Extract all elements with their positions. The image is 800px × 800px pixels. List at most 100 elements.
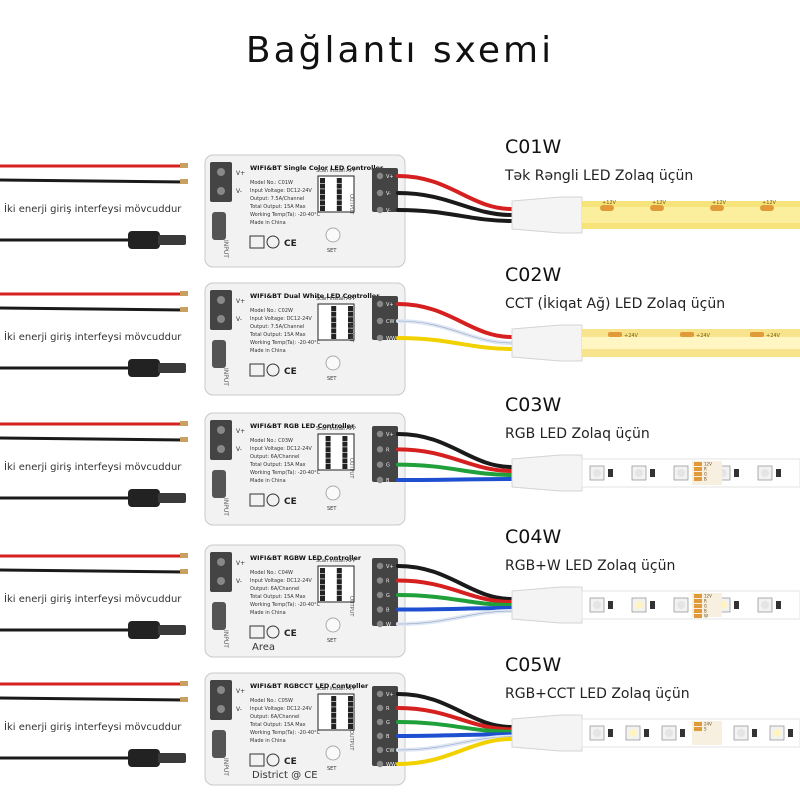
input-label: INPUT [222, 498, 229, 516]
scan-label: Scan install APP [316, 426, 356, 432]
vplus-label: V+ [236, 428, 245, 435]
set-label: SET [327, 376, 337, 382]
box-spec-line: Model No.: C03W [250, 438, 293, 444]
strip-pad-label: R [704, 599, 707, 604]
brand-mark: District @ CE [252, 770, 318, 781]
strip-pad-label: 12V [704, 594, 712, 599]
vplus-label: V+ [236, 560, 245, 567]
output-wire [396, 706, 514, 732]
resistor [788, 729, 793, 737]
terminal-screw [376, 760, 384, 768]
terminal-label: CW [386, 748, 394, 754]
input-red-tip [180, 421, 188, 426]
qr-module [342, 447, 348, 453]
solder-pad [694, 599, 702, 603]
smd-led-lens [593, 469, 601, 477]
screw-icon [217, 577, 225, 585]
qr-module [336, 596, 342, 601]
model-code: C01W [505, 136, 562, 158]
input-black-wire [0, 306, 186, 312]
output-wire [396, 302, 514, 339]
input-note: İki enerji giriş interfeysi mövcuddur [4, 594, 182, 605]
box-spec-line: Total Output: 15A Max [249, 332, 306, 338]
box-title: WIFI&BT Single Color LED Controller [250, 164, 384, 172]
terminal-label: WW [386, 336, 396, 342]
qr-module [331, 696, 337, 701]
weee-icon [249, 753, 265, 767]
smd-led-lens [677, 469, 685, 477]
output-wire [396, 692, 514, 729]
terminal-screw [376, 690, 384, 698]
box-spec-line: Model No.: C04W [250, 570, 293, 576]
input-terminal-block [210, 162, 232, 202]
terminal-label: R [386, 706, 390, 712]
qr-module [320, 183, 325, 189]
output-label: OUTPUT [348, 596, 354, 617]
terminal-label: V- [386, 191, 391, 197]
terminal-label: V+ [386, 174, 394, 180]
set-button [325, 227, 341, 243]
qr-module [331, 718, 337, 724]
box-spec-line: Output: 6A/Channel [250, 714, 299, 720]
vplus-label: V+ [236, 688, 245, 695]
output-wire [396, 208, 514, 223]
screw-icon [217, 168, 225, 176]
resistor [608, 469, 613, 477]
ce-mark: CE [284, 239, 297, 249]
box-spec-line: Model No.: C05W [250, 698, 293, 704]
qr-module [348, 306, 353, 311]
qr-module [342, 436, 348, 441]
terminal-screw [376, 704, 384, 712]
solder-pad [650, 205, 664, 211]
resistor [752, 729, 757, 737]
cob-led-glow [582, 207, 800, 223]
scan-label: Scan install APP [316, 558, 356, 564]
qr-code-icon [317, 433, 355, 471]
terminal-label: V+ [386, 432, 394, 438]
qr-module [336, 178, 342, 183]
dc-plug-tip [158, 753, 186, 763]
solder-pad [600, 205, 614, 211]
dc-jack [212, 212, 226, 240]
strip-pad-label: B [704, 609, 707, 614]
qr-module [331, 701, 337, 707]
page-title: Bağlantı sxemi [245, 30, 555, 71]
qr-module [348, 718, 353, 724]
terminal-label: V- [386, 208, 391, 214]
qr-module [342, 464, 348, 469]
terminal-screw [376, 334, 384, 342]
box-spec-line: Input Voltage: DC12-24V [250, 578, 312, 584]
box-spec-line: Total Output: 15A Max [249, 462, 306, 468]
dc-plug-body [128, 749, 160, 767]
strip-pad-label: G [704, 472, 707, 477]
box-spec-line: Total Output: 15A Max [249, 204, 306, 210]
qr-module [320, 568, 325, 573]
dc-plug-body [128, 489, 160, 507]
output-wire [396, 606, 514, 612]
qr-module [320, 206, 325, 211]
model-code: C02W [505, 264, 562, 286]
smd-led-lens [593, 601, 601, 609]
qr-module [348, 696, 353, 701]
input-note: İki enerji giriş interfeysi mövcuddur [4, 332, 182, 343]
box-title: WIFI&BT Dual White LED Controller [250, 292, 380, 300]
output-wire-outline [397, 610, 513, 625]
solder-pad [694, 472, 702, 476]
qr-module [336, 584, 342, 590]
terminal-screw [376, 189, 384, 197]
model-code: C05W [505, 654, 562, 676]
terminal-screw [376, 476, 384, 484]
controller-box [204, 412, 406, 526]
input-black-tip [180, 697, 188, 702]
qr-module [348, 317, 353, 323]
output-wire [396, 609, 514, 626]
solder-pad [694, 614, 702, 618]
rohs-icon [266, 363, 280, 377]
smd-led-lens [635, 601, 643, 609]
strip-pad-label: W [704, 614, 708, 619]
set-button [325, 745, 341, 761]
dc-plug-body [128, 359, 160, 377]
